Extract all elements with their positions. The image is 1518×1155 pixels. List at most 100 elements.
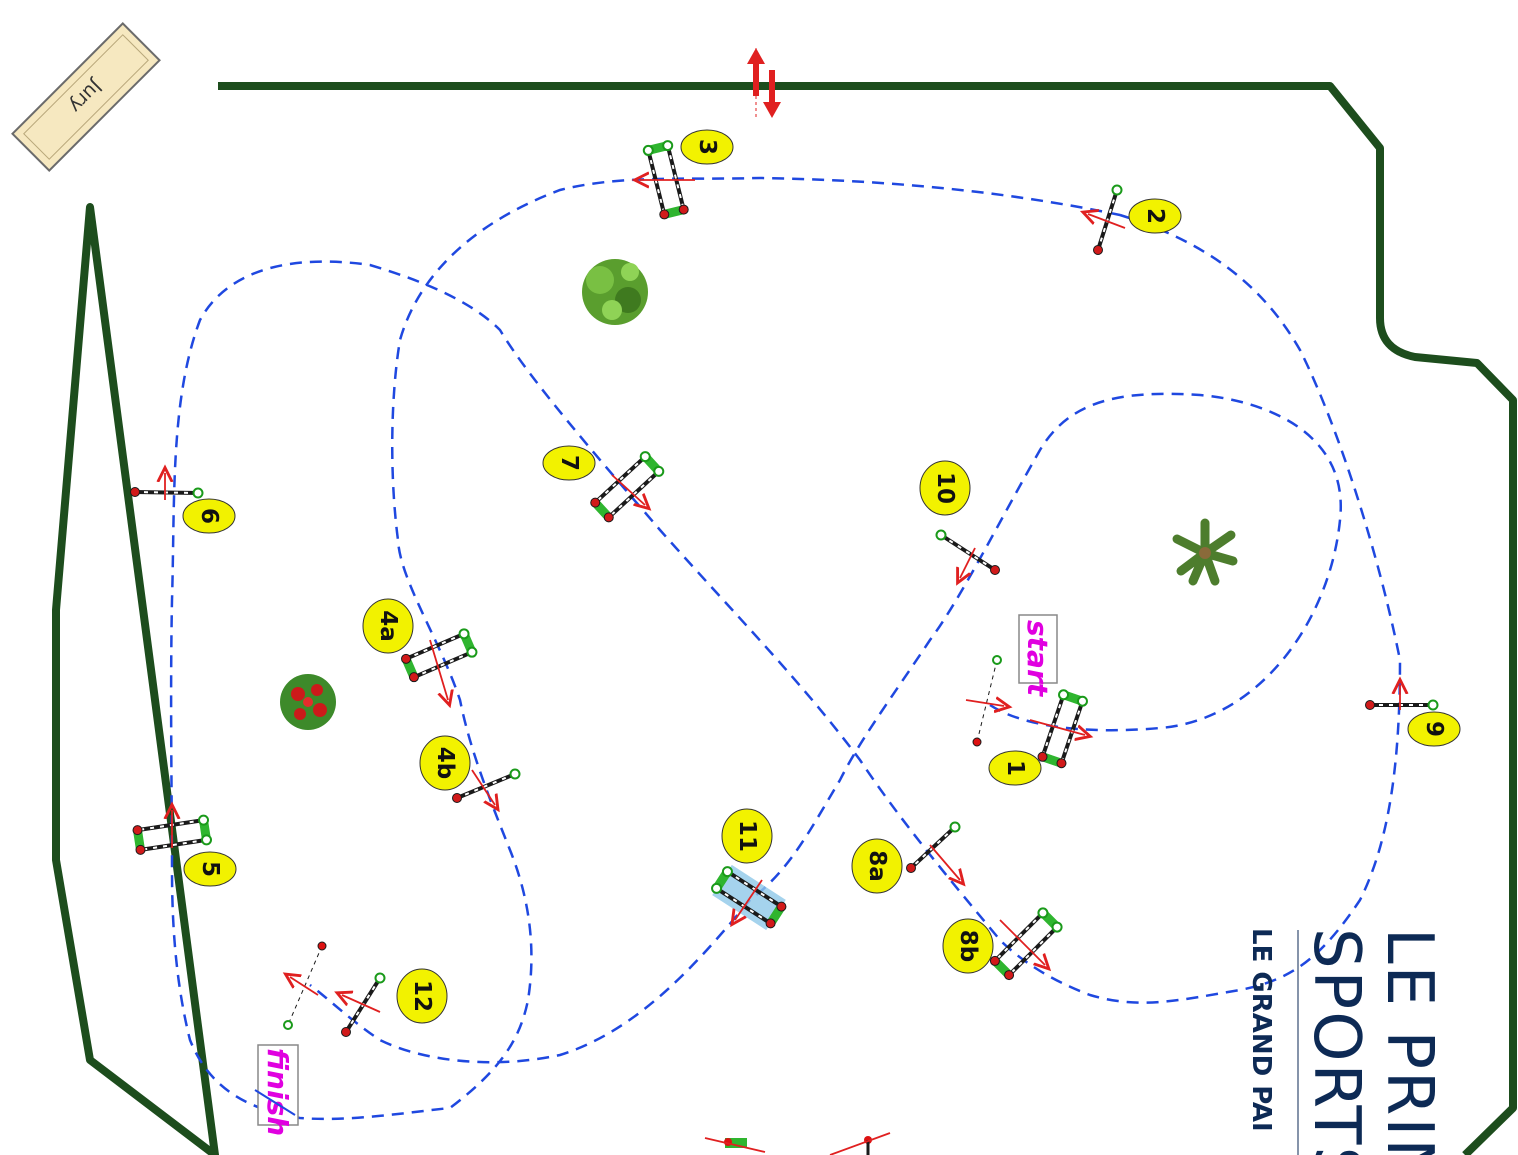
pole-stripe	[137, 819, 204, 832]
pole-stripe	[1008, 926, 1058, 976]
start-line	[965, 655, 1004, 747]
badge-shape	[988, 750, 1042, 786]
red-flag	[776, 901, 787, 912]
red-flag	[1365, 700, 1375, 710]
event-title: LE PRIN SPORTS LE GRAND PAI	[1246, 928, 1446, 1155]
direction-arrow	[929, 844, 960, 880]
white-flag	[198, 814, 210, 826]
number-badge-10: 10	[919, 460, 971, 516]
pole-stripe	[666, 145, 685, 210]
red-flag	[1056, 758, 1067, 769]
red-flag	[130, 487, 140, 497]
red-flag	[989, 955, 1000, 966]
direction-arrow	[471, 769, 495, 805]
red-flag	[1004, 970, 1015, 981]
number-badge-4b: 4b	[419, 735, 471, 791]
badge-shape	[1407, 711, 1461, 747]
white-flag	[458, 628, 470, 640]
number-badge-8b: 8b	[942, 918, 994, 974]
badge-number: 8a	[864, 850, 890, 882]
pole-stripe	[140, 838, 207, 851]
badge-shape	[1128, 198, 1182, 234]
direction-arrow	[735, 879, 763, 920]
title-line-1: LE PRIN	[1372, 928, 1446, 1155]
red-flag	[1093, 245, 1103, 255]
number-badge-8a: 8a	[851, 838, 903, 894]
badge-shape	[183, 851, 237, 887]
finish-label: finish	[261, 1048, 294, 1136]
badge-shape	[680, 129, 734, 165]
red-flag	[678, 204, 689, 215]
partial-jump-bottom-2	[829, 1132, 891, 1155]
white-flag	[192, 487, 204, 499]
jury-box-icon: Jury	[11, 22, 161, 172]
jump-6	[130, 473, 204, 500]
pole-stripe	[134, 491, 199, 494]
red-flag	[341, 1027, 351, 1037]
water-tray	[712, 864, 786, 931]
white-flag	[1051, 921, 1063, 933]
badge-number: 3	[694, 139, 720, 155]
number-badge-7: 7	[542, 445, 596, 481]
badge-number: 6	[196, 508, 222, 524]
jump-4b	[452, 768, 521, 806]
red-flag	[401, 653, 412, 664]
jump-9	[1365, 685, 1439, 711]
white-flag	[1111, 184, 1123, 196]
red-flag	[452, 793, 462, 803]
red-flag	[659, 209, 670, 220]
white-flag	[721, 866, 733, 878]
white-flag	[642, 144, 654, 156]
badge-number: 4b	[432, 747, 458, 779]
pole-stripe	[405, 632, 465, 660]
badge-shape	[542, 445, 596, 481]
jump-1	[1029, 689, 1088, 769]
jump-4a	[401, 628, 478, 700]
red-flag	[590, 497, 601, 508]
white-flag	[374, 972, 386, 984]
pole-stripe	[1097, 189, 1118, 251]
palm-tree-icon	[1172, 518, 1238, 586]
title-line-3: LE GRAND PAI	[1246, 928, 1276, 1132]
number-badge-2: 2	[1128, 198, 1182, 234]
number-badge-11: 11	[721, 808, 773, 864]
badge-shape	[396, 968, 448, 1024]
jump-3	[640, 140, 695, 220]
white-flag	[1076, 695, 1088, 707]
badge-number: 12	[409, 980, 435, 1012]
jump-2	[1088, 184, 1126, 255]
white-flag	[1058, 689, 1070, 701]
direction-arrow	[1029, 719, 1085, 735]
direction-arrow	[611, 474, 645, 505]
number-badge-9: 9	[1407, 711, 1461, 747]
badge-number: 9	[1421, 721, 1447, 737]
red-flag	[603, 512, 614, 523]
direction-arrow	[960, 547, 976, 578]
jump-8b	[989, 907, 1063, 981]
badge-number: 1	[1002, 760, 1028, 776]
badge-number: 10	[932, 472, 958, 504]
red-flag	[132, 825, 143, 836]
badge-shape	[721, 808, 773, 864]
badge-shape	[919, 460, 971, 516]
partial-jump-bottom-1	[704, 1137, 766, 1153]
white-flag	[639, 451, 651, 463]
badge-number: 7	[556, 455, 582, 471]
direction-arrow	[342, 995, 381, 1013]
jump-8a	[906, 821, 961, 881]
pole-stripe	[456, 773, 516, 799]
jump-7	[590, 451, 665, 523]
bush-icon	[582, 259, 648, 325]
badge-number: 5	[197, 861, 223, 877]
pole-stripe	[940, 534, 996, 571]
flower-bed-icon	[280, 674, 336, 730]
pole-stripe	[994, 912, 1044, 962]
badge-number: 11	[734, 820, 760, 852]
arena-border	[52, 82, 1517, 1155]
red-flag	[765, 918, 776, 929]
white-flag	[949, 821, 961, 833]
jumps-layer	[130, 140, 1439, 1037]
badge-shape	[362, 598, 414, 654]
